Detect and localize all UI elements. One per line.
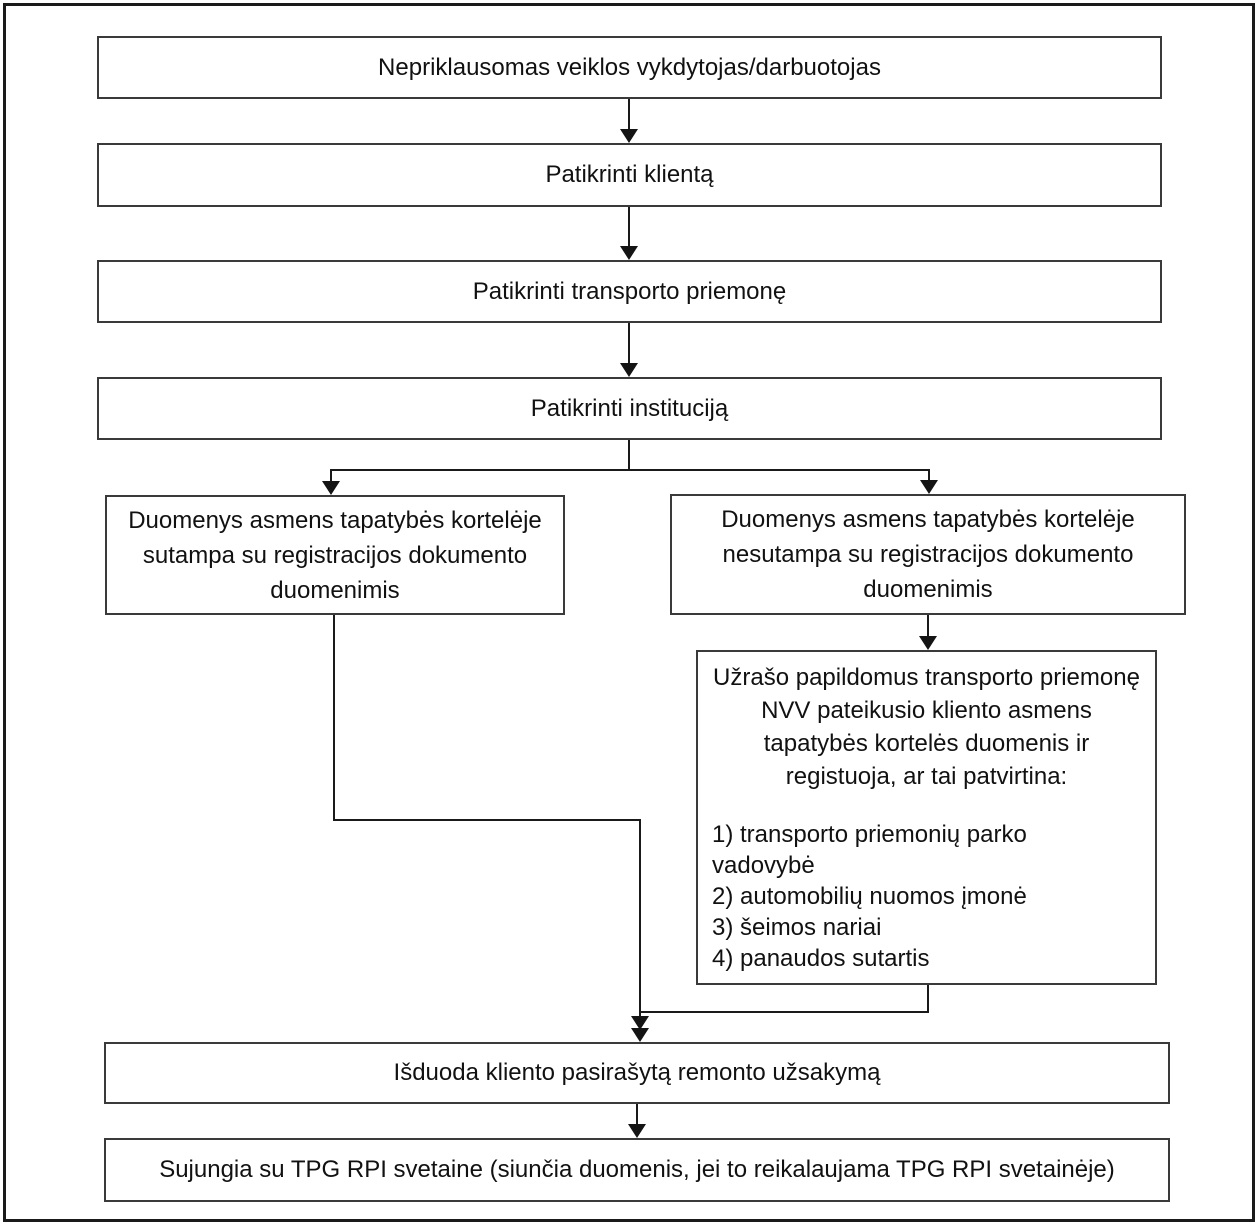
arrowhead [631,1016,649,1030]
connector-match-down [333,615,335,821]
node-record-extra-list: 1) transporto priemonių parko vadovybė 2… [706,819,1147,974]
list-item: 3) šeimos nariai [712,914,882,941]
arrowhead [322,481,340,495]
node-issue-order: Išduoda kliento pasirašytą remonto užsak… [104,1042,1170,1104]
connector-client-to-vehicle [628,207,630,248]
outer-border [3,3,1255,1222]
connector-start-to-client [628,99,630,131]
list-item: 4) panaudos sutartis [712,945,930,972]
connector-match-across [333,819,641,821]
arrowhead [919,636,937,650]
arrowhead [920,480,938,494]
node-start: Nepriklausomas veiklos vykdytojas/darbuo… [97,36,1162,99]
connector-issue-to-site [636,1104,638,1126]
connector-record-down [927,985,929,1013]
connector-branch-left [330,469,332,483]
connector-institution-stem [628,440,630,471]
connector-vehicle-to-institution [628,323,630,365]
node-check-vehicle: Patikrinti transporto priemonę [97,260,1162,323]
node-data-match: Duomenys asmens tapatybės kortelėje suta… [105,495,565,615]
node-data-mismatch-label: Duomenys asmens tapatybės kortelėje nesu… [721,506,1135,603]
arrowhead [620,129,638,143]
node-issue-order-label: Išduoda kliento pasirašytą remonto užsak… [393,1059,881,1086]
node-connect-site-label: Sujungia su TPG RPI svetaine (siunčia du… [159,1156,1115,1183]
node-check-vehicle-label: Patikrinti transporto priemonę [472,277,787,305]
connector-mismatch-to-record [927,615,929,638]
node-data-mismatch: Duomenys asmens tapatybės kortelėje nesu… [670,494,1186,615]
node-check-institution-label: Patikrinti instituciją [530,394,729,422]
connector-branch-bar [330,469,930,471]
node-check-client: Patikrinti klientą [97,143,1162,207]
arrowhead [628,1124,646,1138]
arrowhead [620,246,638,260]
list-item: 1) transporto priemonių parko vadovybė [712,821,1027,879]
node-check-client-label: Patikrinti klientą [545,161,714,188]
arrowhead [620,363,638,377]
node-start-label: Nepriklausomas veiklos vykdytojas/darbuo… [378,53,881,81]
node-connect-site: Sujungia su TPG RPI svetaine (siunčia du… [104,1138,1170,1202]
connector-record-across [639,1011,929,1013]
list-item: 2) automobilių nuomos įmonė [712,883,1027,910]
arrowhead [631,1028,649,1042]
node-record-extra-intro: Užrašo papildomus transporto priemonę NV… [713,664,1140,790]
connector-merge-down [639,819,641,1018]
node-check-institution: Patikrinti instituciją [97,377,1162,440]
connector-branch-right [928,469,930,482]
node-data-match-label: Duomenys asmens tapatybės kortelėje suta… [128,506,542,604]
node-record-extra: Užrašo papildomus transporto priemonę NV… [696,650,1157,985]
